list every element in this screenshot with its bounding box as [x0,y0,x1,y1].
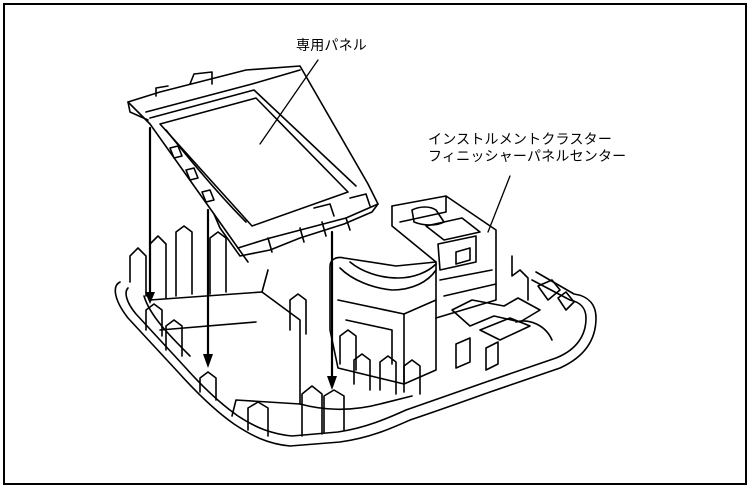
figure-frame [3,3,747,485]
finisher-panel-base [114,195,597,447]
leader-lines [259,59,511,233]
arrow-head-right [327,376,337,390]
installation-arrows [148,126,334,384]
leader-line-cluster [487,175,511,233]
callout-cluster-finisher-panel: インストルメントクラスター フィニッシャーパネルセンター [428,132,626,166]
callout-dedicated-panel: 専用パネル [296,38,367,54]
arrow-head-left [145,292,155,304]
leader-line-panel [259,59,319,145]
callout-line: インストルメントクラスター [428,132,613,148]
arrow-head-middle [203,354,213,368]
callout-line: フィニッシャーパネルセンター [428,149,627,165]
dedicated-panel [127,65,379,263]
arrow-heads [145,292,337,390]
